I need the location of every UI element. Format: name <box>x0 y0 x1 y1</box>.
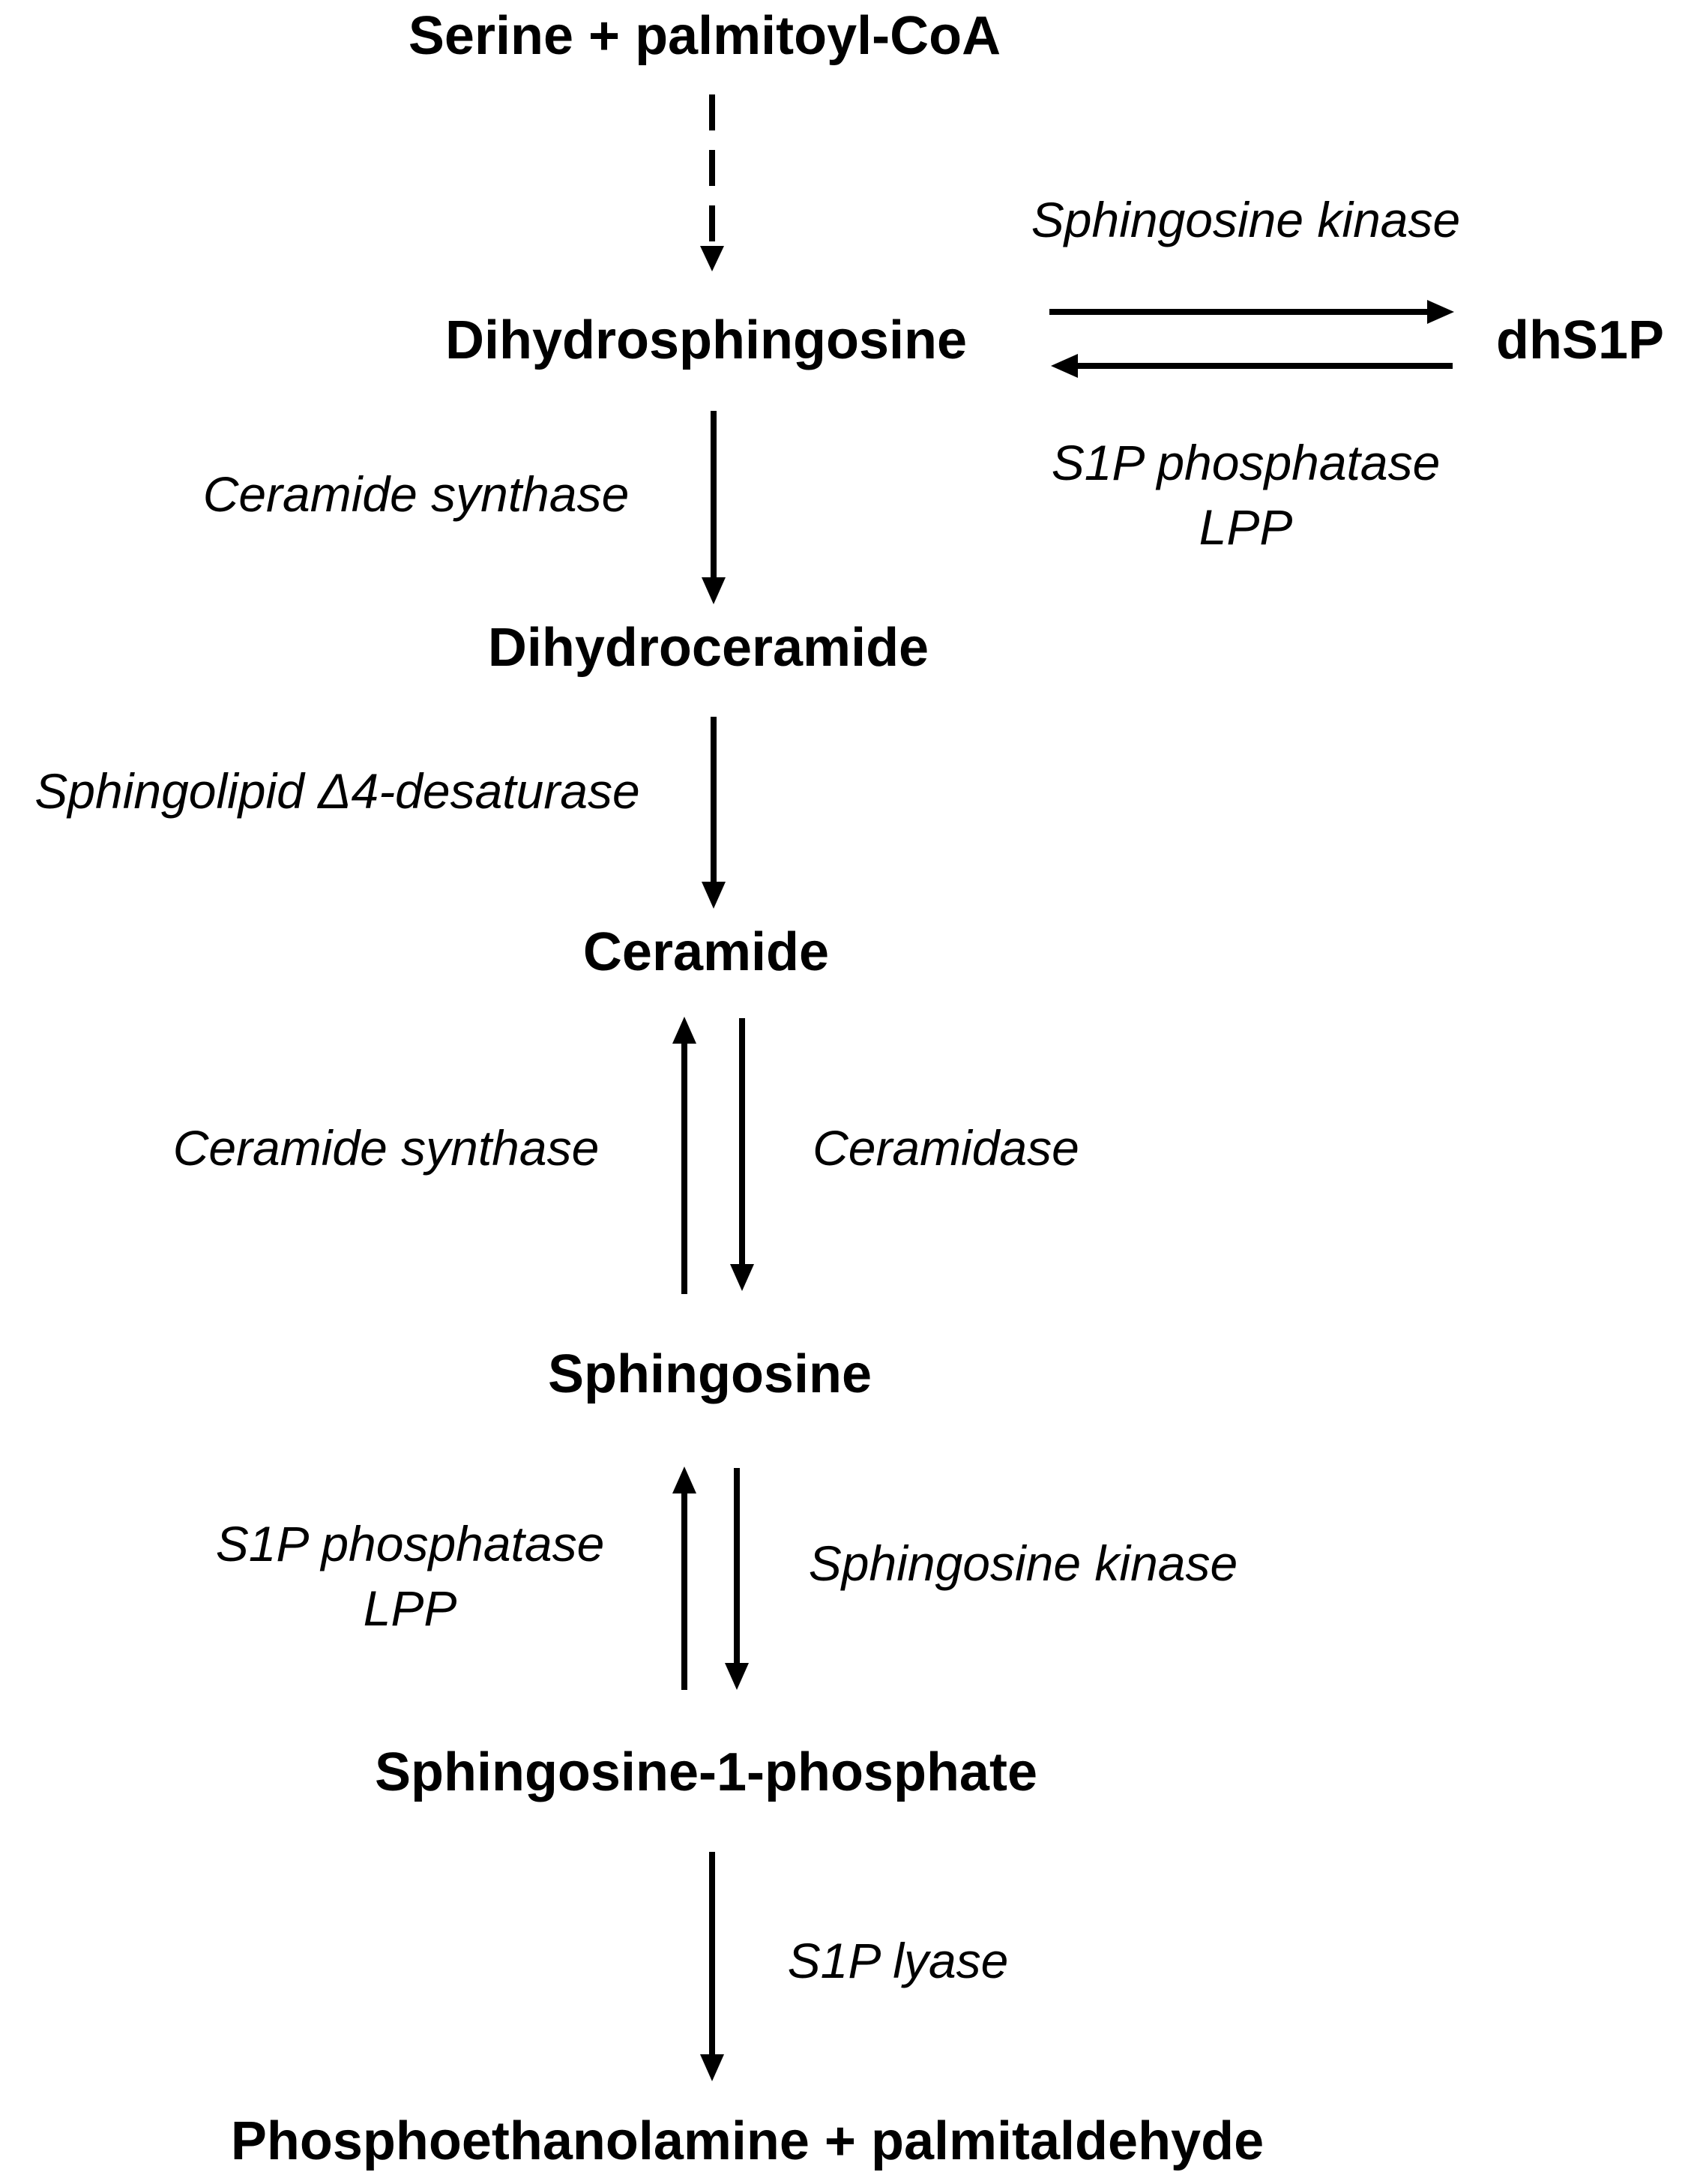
node-sphingosine-1-phosphate: Sphingosine-1-phosphate <box>375 1742 1037 1802</box>
enzyme-sphingosine-kinase-top: Sphingosine kinase <box>1031 192 1460 247</box>
enzyme-s1p-phosphatase-bottom: S1P phosphatase <box>216 1516 605 1571</box>
node-serine-palmitoyl-coa: Serine + palmitoyl-CoA <box>409 6 1001 66</box>
arrow-dihydrosphingosine-to-dihydroceramide <box>702 411 726 604</box>
node-ceramide: Ceramide <box>583 922 829 982</box>
node-dihydrosphingosine: Dihydrosphingosine <box>445 310 967 370</box>
enzyme-s1p-phosphatase-top: S1P phosphatase <box>1052 435 1441 490</box>
enzyme-sphingolipid-desaturase: Sphingolipid Δ4-desaturase <box>34 763 639 819</box>
arrow-dihydroceramide-to-ceramide <box>702 717 726 909</box>
arrow-s1p-to-phosphoethanolamine <box>700 1852 724 2081</box>
enzyme-lpp-bottom: LPP <box>364 1580 457 1636</box>
arrow-s1p-to-sphingosine <box>672 1466 696 1690</box>
arrow-sphingosine-to-s1p <box>725 1468 749 1690</box>
node-sphingosine: Sphingosine <box>548 1344 872 1404</box>
arrow-dhs1p-to-dihydrosphingosine <box>1051 354 1453 378</box>
arrow-sphingosine-to-ceramide <box>672 1017 696 1294</box>
node-phosphoethanolamine-palmitaldehyde: Phosphoethanolamine + palmitaldehyde <box>231 2111 1264 2171</box>
node-dihydroceramide: Dihydroceramide <box>488 618 929 678</box>
node-dhs1p: dhS1P <box>1496 310 1664 370</box>
arrow-serine-to-dihydrosphingosine <box>700 94 724 271</box>
enzyme-s1p-lyase: S1P lyase <box>788 1933 1009 1988</box>
arrow-ceramide-to-sphingosine <box>730 1018 754 1291</box>
enzyme-ceramidase: Ceramidase <box>813 1120 1079 1176</box>
arrow-dihydrosphingosine-to-dhs1p <box>1049 300 1454 324</box>
enzyme-ceramide-synthase-1: Ceramide synthase <box>203 466 630 522</box>
enzyme-lpp-top: LPP <box>1199 499 1293 555</box>
enzyme-ceramide-synthase-2: Ceramide synthase <box>173 1120 600 1176</box>
enzyme-sphingosine-kinase-bottom: Sphingosine kinase <box>809 1535 1238 1591</box>
